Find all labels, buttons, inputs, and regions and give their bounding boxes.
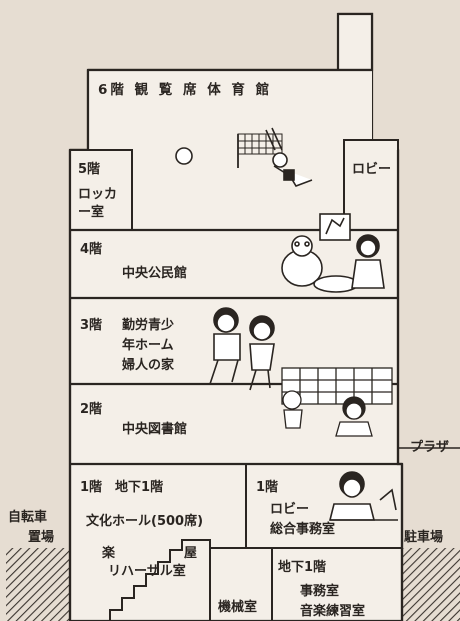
youth-home-line-2: 年ホーム <box>122 338 174 353</box>
volleyball-player-icon <box>265 127 313 187</box>
bicycle-parking-label-1: 自転車 <box>8 510 48 525</box>
floor-5-label: 5階 <box>78 162 101 177</box>
dressing-room-left-label: 楽 <box>102 546 116 561</box>
floor-2-label: 2階 <box>80 402 103 417</box>
floor-6-hall <box>88 70 372 150</box>
stairs <box>109 539 211 621</box>
volleyball-icon <box>175 147 193 165</box>
rehearsal-room-label: リハーサル室 <box>108 564 186 579</box>
office-b1-label: 事務室 <box>300 584 340 599</box>
youth-home-line-1: 勤労青少 <box>122 318 175 333</box>
floor-1-b1-label: 1階 地下1階 <box>80 480 164 495</box>
floor-1-label: 1階 <box>256 480 279 495</box>
elevator-tower <box>336 12 374 72</box>
floor-5-lobby-label: ロビー <box>352 162 392 177</box>
library-illustration <box>281 367 393 437</box>
music-practice-room-label: 音楽練習室 <box>300 604 366 619</box>
office-clerk-illustration <box>328 471 398 521</box>
central-library-label: 中央図書館 <box>122 422 188 437</box>
community-center-illustration <box>281 213 385 293</box>
basement-1-label: 地下1階 <box>278 560 327 575</box>
dressing-room-right-label: 屋 <box>184 546 198 561</box>
machine-room-label: 機械室 <box>218 600 258 615</box>
community-center-label: 中央公民館 <box>122 266 188 281</box>
ground-hatch-right <box>402 548 460 621</box>
parking-lot-label: 駐車場 <box>404 530 444 545</box>
locker-room-label: ロッカー室 <box>78 187 118 220</box>
floor-5-lobby <box>343 139 399 231</box>
womens-house-label: 婦人の家 <box>122 358 175 373</box>
floor-4-label: 4階 <box>80 242 103 257</box>
bicycle-parking-label-2: 置場 <box>28 530 55 545</box>
floor-3-label: 3階 <box>80 318 103 333</box>
volleyball-net-icon <box>237 133 283 168</box>
ground-hatch-left <box>6 548 70 621</box>
youth-home-illustration <box>209 307 275 391</box>
floor-6-label: 6階 観 覧 席 体 育 館 <box>98 82 273 98</box>
culture-hall-label: 文化ホール(500席) <box>86 514 204 529</box>
lobby-1f-label: ロビー <box>270 502 310 517</box>
plaza-label: プラザ <box>410 440 450 455</box>
general-office-label: 総合事務室 <box>270 522 336 537</box>
